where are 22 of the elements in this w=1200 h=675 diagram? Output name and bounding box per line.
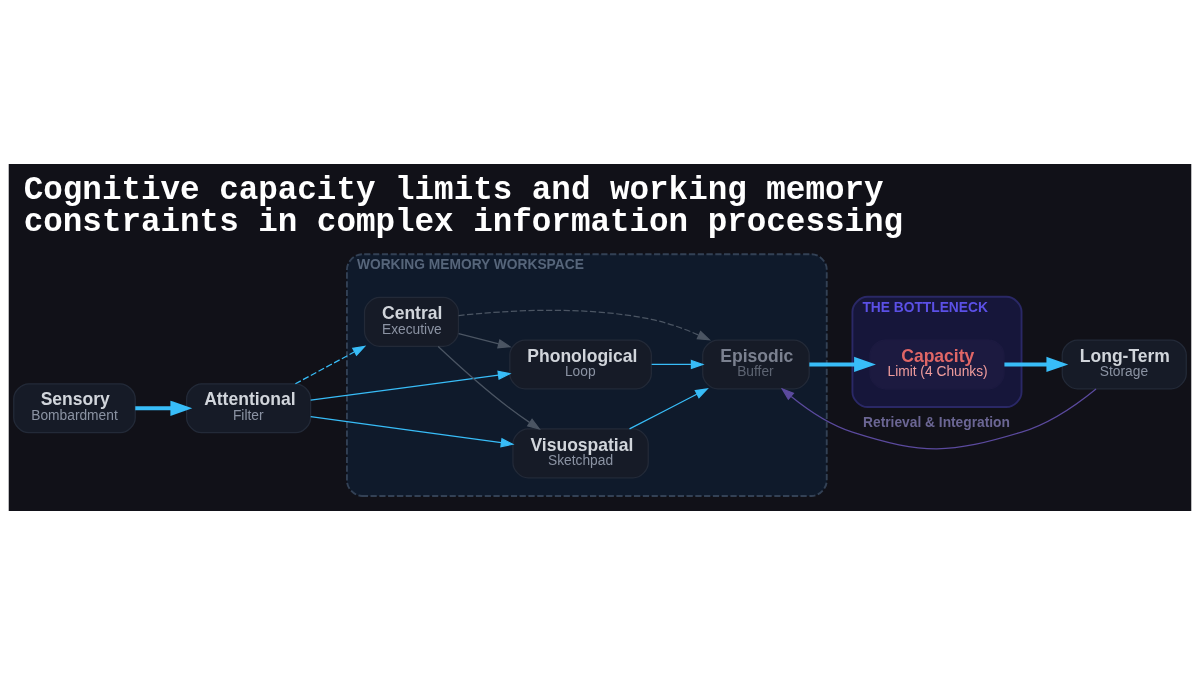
node-box: Attentional Filter xyxy=(186,383,312,434)
arrow xyxy=(1004,356,1069,373)
arrow xyxy=(310,415,515,448)
node-box: Sensory Bombardment xyxy=(13,383,136,434)
arrow xyxy=(628,388,709,430)
arrow xyxy=(809,356,876,373)
node-box: Phonological Loop xyxy=(509,339,652,390)
edge-label: Retrieval & Integration xyxy=(863,414,1010,430)
arrow xyxy=(310,370,512,401)
arrow xyxy=(651,359,705,370)
node-box: Visuospatial Sketchpad xyxy=(512,428,649,479)
arrow xyxy=(458,332,512,349)
node-box: Central Executive xyxy=(363,296,460,347)
arrow xyxy=(457,309,711,341)
diagram-title: Cognitive capacity limits and working memory constraints in complex information processing xyxy=(23,171,904,242)
node-box: Long-Term Storage xyxy=(1061,339,1187,390)
arrow xyxy=(437,345,541,430)
arrow xyxy=(294,345,367,385)
node-box: Episodic Buffer xyxy=(702,339,810,390)
arrow xyxy=(780,387,1097,450)
node-box: Capacity Limit (4 Chunks) xyxy=(869,339,1005,390)
arrow xyxy=(135,400,193,416)
